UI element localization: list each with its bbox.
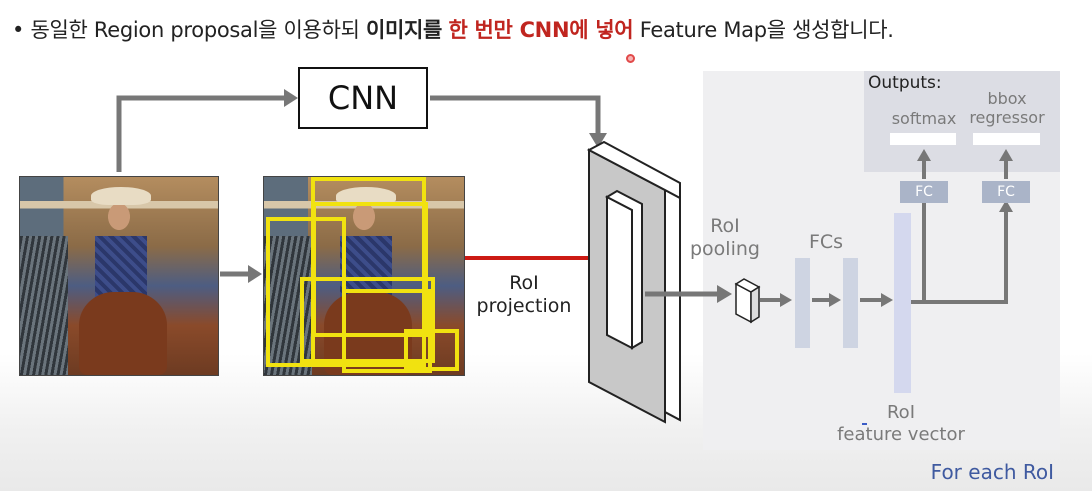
roi-feature-vector-label-line-1: RoI (886, 402, 916, 423)
roi-pool-cube-side (750, 285, 760, 324)
roi-feature-vector-label-line-2: feature vector (837, 423, 965, 445)
region-proposal-box (300, 277, 435, 363)
feature-map-top-edge (586, 140, 681, 200)
cnn-box: CNN (298, 67, 428, 129)
roi-feature-vector-label: RoI feature vector (826, 402, 976, 445)
input-image-horse (79, 291, 167, 375)
proposals-image (263, 176, 465, 376)
fc2-to-vector-arrowhead (881, 293, 893, 307)
outputs-title: Outputs: (868, 73, 942, 93)
roi-pooling-label: RoI pooling (684, 215, 766, 261)
headline-part-6: 합니다. (830, 18, 894, 42)
softmax-output-bar (890, 133, 956, 145)
bbox-regressor-label-line-1: bbox (987, 89, 1027, 108)
input-image (19, 176, 219, 376)
input-image-hair (20, 236, 68, 375)
proposals-image-hair (264, 236, 312, 375)
cursor-dot (626, 54, 635, 63)
roi-pooling-label-line-1: RoI (710, 215, 740, 237)
fc-left-chip: FC (900, 181, 948, 203)
for-each-roi-label: For each RoI (930, 460, 1054, 484)
headline-bullet: • (12, 18, 25, 42)
roi-on-feature-map-side (604, 189, 643, 350)
feature-map-right-edge (664, 188, 681, 422)
vector-to-fc-right-arrowhead (999, 200, 1013, 212)
fc1-to-fc2-arrowhead (829, 293, 841, 307)
bbox-regressor-label: bbox regressor (963, 89, 1051, 127)
fc-right-to-bbox-arrowhead (999, 149, 1013, 161)
cursor-mark (862, 423, 867, 425)
vector-to-fc-left-arrow (911, 190, 926, 304)
proposals-image-hat (336, 186, 396, 205)
roi-on-feature-map-face (606, 195, 633, 350)
image-to-proposals-arrowhead (248, 265, 262, 283)
softmax-label: softmax (891, 109, 957, 128)
pool-to-fc1-arrowhead (780, 293, 792, 307)
roi-projection-label: RoI projection (468, 272, 580, 318)
headline-part-4-highlight: 한 번만 CNN에 넣어 (448, 18, 634, 42)
fc-layer-1 (795, 258, 810, 348)
input-to-cnn-arrow (116, 95, 286, 172)
headline-part-2: 이미지를 (366, 18, 443, 42)
headline-part-1: 동일한 Region proposal을 이용하되 (24, 18, 366, 42)
featuremap-to-pool-arrowhead (717, 285, 732, 303)
headline-part-5: Feature Map을 생성 (633, 18, 831, 42)
roi-projection-label-line-2: projection (476, 294, 572, 317)
fc-left-to-softmax-arrowhead (917, 149, 931, 161)
bbox-output-bar (973, 133, 1040, 145)
vector-to-fc-right-arrow (924, 209, 1008, 304)
fc-right-chip: FC (982, 181, 1030, 203)
cnn-to-featuremap-arrowhead (589, 133, 607, 148)
region-proposal-box (312, 202, 428, 337)
fc-layer-2 (843, 258, 858, 348)
bbox-regressor-label-line-2: regressor (969, 108, 1045, 128)
headline: • 동일한 Region proposal을 이용하되 이미지를 한 번만 CN… (12, 14, 894, 44)
roi-pooling-label-line-2: pooling (690, 237, 760, 260)
input-image-hat (91, 186, 151, 205)
fcs-label: FCs (808, 231, 844, 253)
region-proposal-box (404, 329, 459, 371)
roi-projection-label-line-1: RoI (509, 272, 539, 294)
outputs-box (864, 71, 1060, 172)
input-to-cnn-arrowhead (284, 89, 298, 107)
cnn-to-featuremap-arrow (430, 95, 601, 135)
roi-feature-vector-bar (894, 213, 911, 393)
